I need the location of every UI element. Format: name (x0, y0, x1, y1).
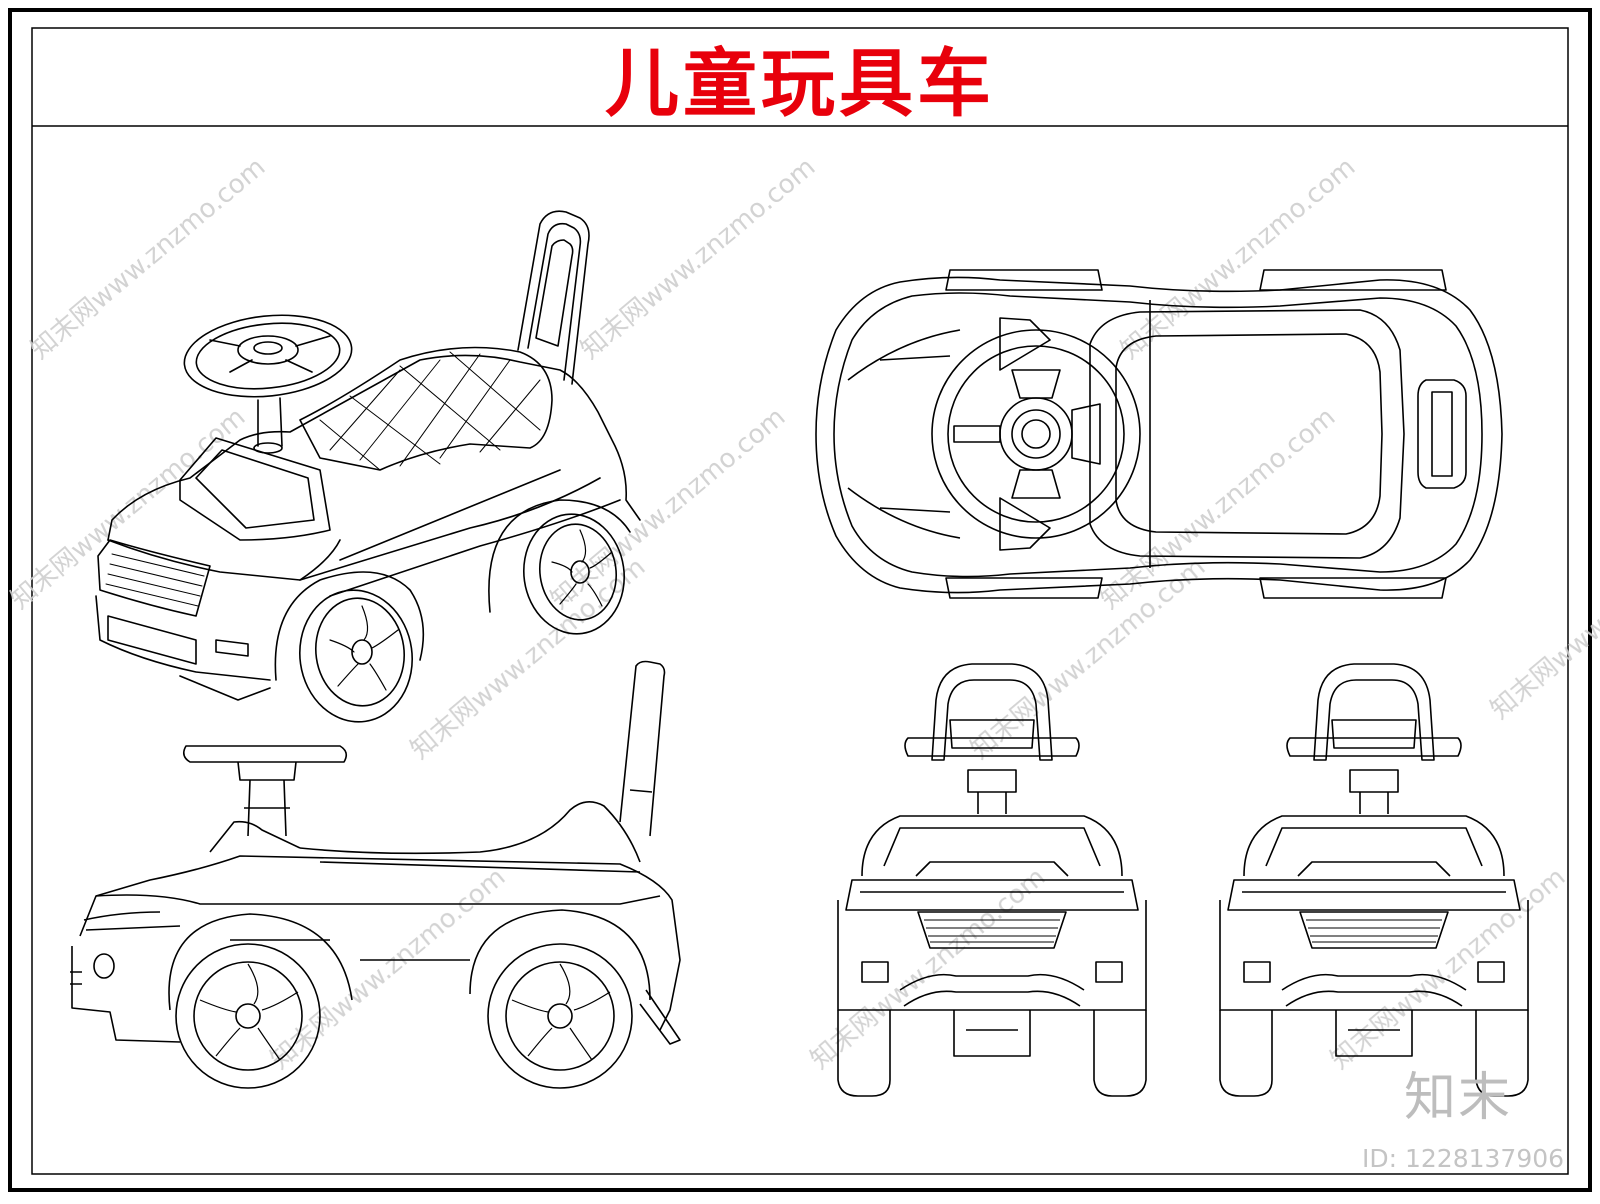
watermark-text: 知末网www.znzmo.com (5, 402, 251, 615)
page-title: 儿童玩具车 (605, 40, 995, 127)
watermark-text: 知末网www.znzmo.com (575, 152, 821, 365)
watermark-text: 知末网www.znzmo.com (965, 552, 1211, 765)
watermark-text: 知末网www.znzmo.com (1325, 862, 1571, 1075)
outer-border (8, 8, 1592, 1192)
watermark-logo: 知末 (1404, 1068, 1513, 1128)
inner-border (31, 27, 1569, 1175)
image-id-label: ID: 1228137906 (1362, 1144, 1565, 1173)
watermark-text: 知末网www.znzmo.com (1485, 512, 1600, 725)
watermark-text: 知末网www.znzmo.com (405, 552, 651, 765)
watermark-text: 知末网www.znzmo.com (1115, 152, 1361, 365)
top-view (815, 269, 1503, 599)
watermark-text: 知末网www.znzmo.com (805, 862, 1051, 1075)
perspective-view (95, 210, 641, 723)
watermark-text: 知末网www.znzmo.com (25, 152, 271, 365)
side-view (70, 660, 681, 1089)
front-view (837, 663, 1147, 1097)
rear-view (1219, 663, 1529, 1097)
